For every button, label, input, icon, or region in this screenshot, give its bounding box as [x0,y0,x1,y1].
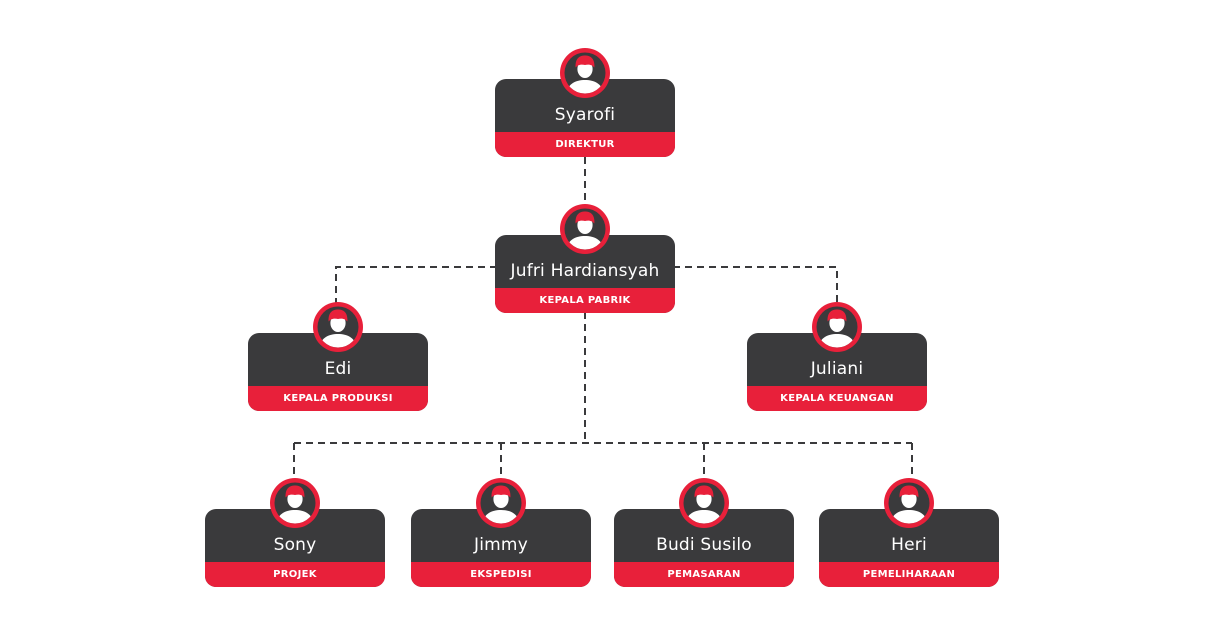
role-bar: PROJEK [205,562,385,587]
role-bar: KEPALA PABRIK [495,288,675,313]
person-avatar-icon [313,302,363,352]
person-avatar-icon [270,478,320,528]
node-name: Juliani [810,359,864,379]
node-name: Edi [324,359,352,379]
node-card-kepala-pabrik[interactable]: Jufri Hardiansyah KEPALA PABRIK [495,204,675,313]
role-bar: KEPALA PRODUKSI [248,386,428,411]
node-role: KEPALA KEUANGAN [780,393,894,404]
node-card-kepala-keuangan[interactable]: Juliani KEPALA KEUANGAN [747,302,927,411]
role-bar: KEPALA KEUANGAN [747,386,927,411]
connector-pabrik-edi [335,266,497,304]
person-avatar-icon [560,204,610,254]
node-card-direktur[interactable]: Syarofi DIREKTUR [495,48,675,157]
node-name: Jimmy [474,535,528,555]
person-avatar-icon [476,478,526,528]
node-name: Heri [891,535,927,555]
person-avatar-icon [884,478,934,528]
node-role: KEPALA PABRIK [539,295,631,306]
node-name: Jufri Hardiansyah [510,261,660,281]
person-avatar-icon [560,48,610,98]
node-card-pemasaran[interactable]: Budi Susilo PEMASARAN [614,478,794,587]
node-card-ekspedisi[interactable]: Jimmy EKSPEDISI [411,478,591,587]
role-bar: PEMELIHARAAN [819,562,999,587]
node-role: DIREKTUR [555,139,615,150]
node-role: KEPALA PRODUKSI [283,393,393,404]
node-name: Syarofi [554,105,616,125]
node-role: EKSPEDISI [470,569,532,580]
connector-pabrik-juliani [673,266,838,304]
role-bar: PEMASARAN [614,562,794,587]
node-card-pemeliharaan[interactable]: Heri PEMELIHARAAN [819,478,999,587]
role-bar: EKSPEDISI [411,562,591,587]
node-card-projek[interactable]: Sony PROJEK [205,478,385,587]
person-avatar-icon [679,478,729,528]
node-role: PROJEK [273,569,317,580]
role-bar: DIREKTUR [495,132,675,157]
node-name: Budi Susilo [656,535,752,555]
node-name: Sony [273,535,317,555]
node-role: PEMELIHARAAN [862,569,956,580]
person-avatar-icon [812,302,862,352]
node-card-kepala-produksi[interactable]: Edi KEPALA PRODUKSI [248,302,428,411]
node-role: PEMASARAN [667,569,741,580]
